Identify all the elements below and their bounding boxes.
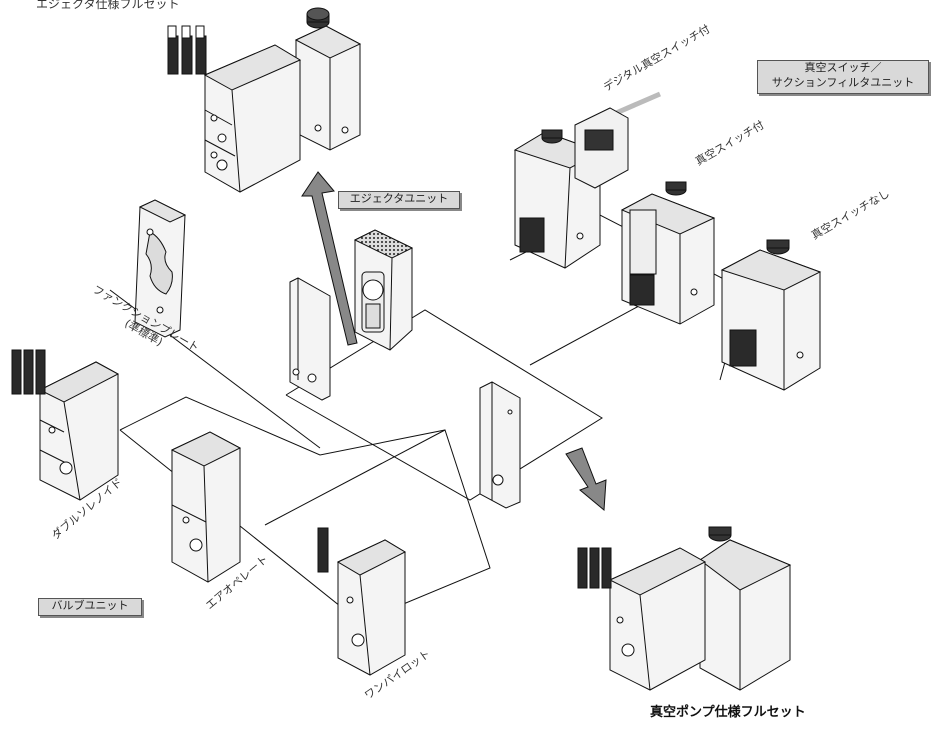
center-base-line [285,309,603,501]
ejector-arrow [301,171,358,346]
digital-vacuum-switch-unit [513,91,661,269]
gasket-plate-right [479,381,521,509]
vacuum-switch-unit-label-line2: サクションフィルタユニット [771,75,915,89]
vacuum-switch-unit-label-line1: 真空スイッチ／ [804,61,882,74]
ejector-unit [353,229,414,351]
switch-cross-line [529,299,651,366]
vacuum-switch-unit [620,181,716,325]
gasket-plate-left [289,277,331,401]
ejector-full-set-assembly [167,7,362,193]
vacuum-switch-unit-label: 真空スイッチ／ サクションフィルタユニット [757,60,929,94]
one-pilot-valve [317,527,407,676]
ejector-full-set-title: エジェクタ仕様フルセット [36,0,180,11]
vacuum-pump-full-set-title: 真空ポンプ仕様フルセット [650,705,806,720]
valve-cross-line [264,429,446,526]
vacuum-pump-full-set-assembly [577,526,792,691]
no-vacuum-switch-unit [720,239,822,391]
ejector-unit-label: エジェクタユニット [338,191,460,209]
air-operated-valve [170,431,242,583]
function-plate [134,199,187,338]
valve-unit-label: バルブユニット [38,598,142,616]
vacuum-pump-arrow [565,447,607,512]
double-solenoid-valve [11,349,120,501]
